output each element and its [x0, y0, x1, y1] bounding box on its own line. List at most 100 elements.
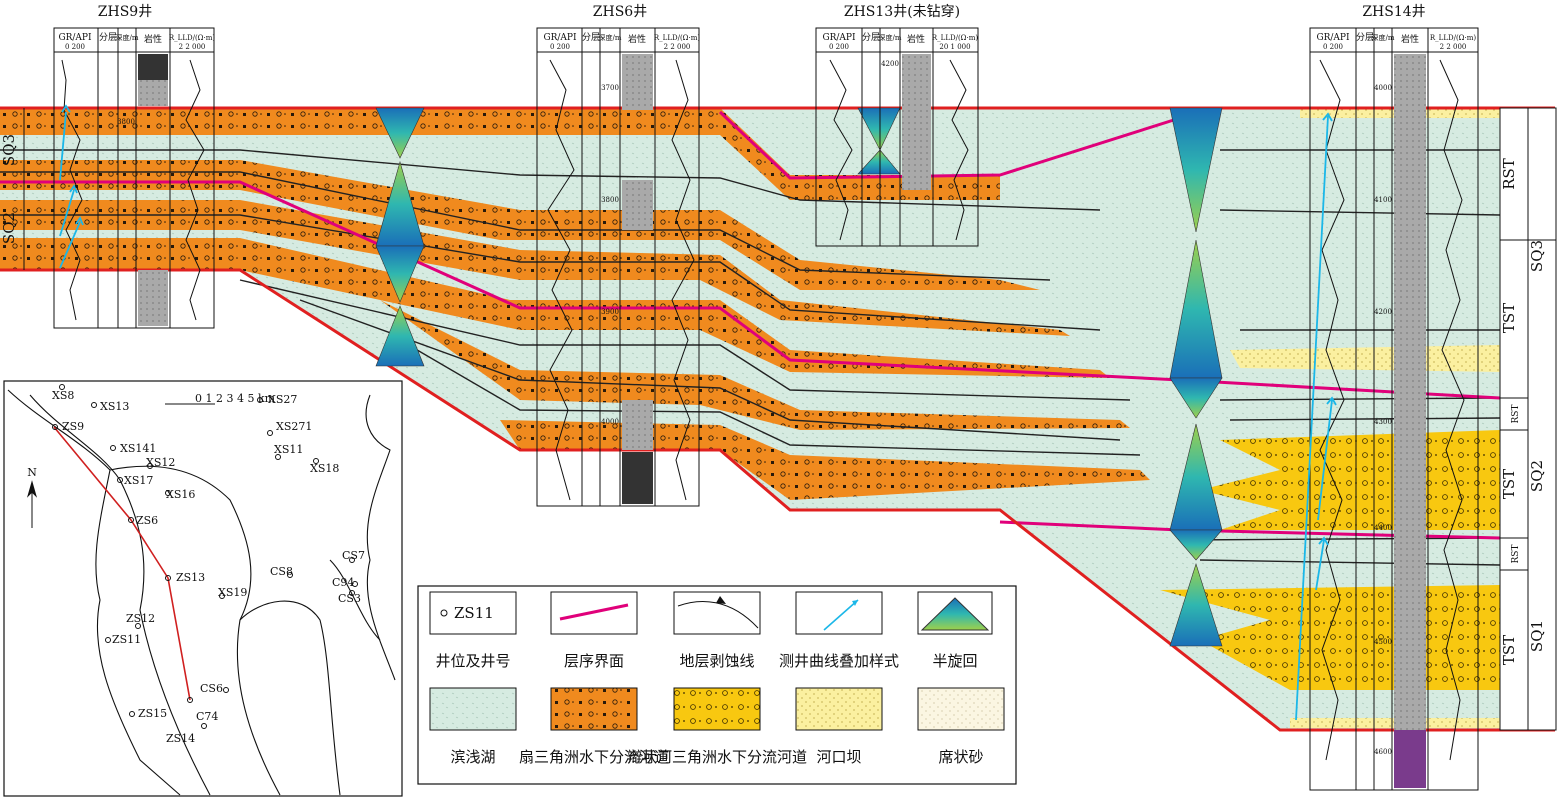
rlld-scale: 2 2 000: [1440, 43, 1467, 51]
map-scale: 0 1 2 3 4 5 km: [195, 392, 276, 405]
depth-tick: 3900: [601, 308, 619, 316]
lith-header: 岩性: [1401, 33, 1419, 45]
rlld-header: R_LLD/(Ω·m): [1430, 34, 1476, 42]
depth-tick: 3700: [601, 84, 619, 92]
legend: ZS11 井位及井号 层序界面 地层剥蚀线 测井曲线叠加样式 半旋回 滨浅湖 扇…: [417, 585, 1017, 785]
gr-scale: 0 200: [1323, 43, 1343, 51]
rlld-scale: 2 2 000: [664, 43, 691, 51]
well-panel-zhs9: ZHS9井 GR/API 0 200 分层 深度/m 岩性 R_LLD/(Ω·m…: [53, 4, 215, 329]
legend-sample-text: ZS11: [454, 604, 494, 622]
well-panel-zhs13: ZHS13井(未钻穿) GR/API 0 200 分层 深度/m 岩性 R_LL…: [815, 4, 979, 247]
seq-label: SQ3: [1528, 240, 1546, 272]
tract-label: RST: [1511, 545, 1521, 564]
depth-header: 深度/m: [116, 33, 139, 42]
legend-label: 半旋回: [932, 652, 977, 670]
depth-tick: 4500: [1374, 638, 1392, 646]
depth-tick: 4200: [881, 60, 899, 68]
north-label: N: [27, 466, 37, 479]
map-well: XS141: [120, 442, 156, 455]
legend-label: 滨浅湖: [450, 748, 495, 766]
tract-label: RST: [1500, 158, 1518, 190]
map-well: ZS9: [62, 420, 84, 433]
seq-label: SQ1: [1528, 620, 1546, 652]
tract-label: TST: [1500, 635, 1518, 665]
map-well: XS16: [166, 488, 195, 501]
map-well: XS271: [276, 420, 312, 433]
legend-label: 地层剥蚀线: [679, 652, 754, 670]
rlld-scale: 2 2 000: [179, 43, 206, 51]
map-well: CS7: [342, 549, 365, 562]
rlld-header: R_LLD/(Ω·m): [932, 34, 978, 42]
depth-tick: 3800: [601, 196, 619, 204]
map-well: CS6: [200, 682, 223, 695]
depth-header: 深度/m: [599, 33, 622, 42]
half-cycle-markers: [375, 107, 1223, 647]
gr-header: GR/API: [543, 33, 577, 43]
depth-tick: 4400: [1374, 524, 1392, 532]
map-well: XS18: [310, 462, 339, 475]
gr-scale: 0 200: [829, 43, 849, 51]
log-stacking-arrows: [59, 104, 1337, 721]
map-well: ZS15: [138, 707, 167, 720]
depth-tick: 4300: [1374, 418, 1392, 426]
fen-header: 分层: [862, 32, 880, 43]
depth-tick: 4100: [1374, 196, 1392, 204]
map-well: ZS12: [126, 612, 155, 625]
map-well: XS17: [124, 474, 153, 487]
map-well: XS13: [100, 400, 129, 413]
fen-header: 分层: [582, 32, 600, 43]
map-well: XS8: [52, 389, 74, 402]
left-sequence-column: SQ3 SQ2: [0, 108, 25, 270]
map-well: ZS11: [112, 633, 141, 646]
legend-label: 席状砂: [938, 748, 983, 766]
map-well: ZS6: [136, 514, 158, 527]
rlld-header: R_LLD/(Ω·m): [169, 34, 215, 42]
depth-tick: 4200: [1374, 308, 1392, 316]
depth-header: 深度/m: [1372, 33, 1395, 42]
gr-header: GR/API: [58, 33, 92, 43]
rlld-scale: 20 1 000: [939, 43, 970, 51]
well-title: ZHS13井(未钻穿): [844, 4, 960, 20]
gr-scale: 0 200: [550, 43, 570, 51]
lith-header: 岩性: [907, 33, 925, 45]
well-title: ZHS14井: [1362, 4, 1425, 20]
map-well: XS11: [274, 443, 303, 456]
map-well: CS3: [338, 592, 361, 605]
map-well: ZS14: [166, 732, 195, 745]
well-panel-zhs14: ZHS14井 GR/API 0 200 分层 深度/m 岩性 R_LLD/(Ω·…: [1309, 4, 1479, 791]
rlld-header: R_LLD/(Ω·m): [654, 34, 700, 42]
lith-header: 岩性: [628, 33, 646, 45]
cross-section-body: [0, 106, 1555, 732]
legend-label: 测井曲线叠加样式: [779, 652, 899, 670]
seq-label: SQ2: [0, 212, 18, 244]
legend-label: 扇三角洲水下分流河道: [519, 748, 669, 766]
well-title: ZHS6井: [593, 4, 647, 20]
fen-header: 分层: [99, 32, 117, 43]
depth-header: 深度/m: [879, 33, 902, 42]
tract-label: RST: [1511, 405, 1521, 424]
map-well: C74: [196, 710, 218, 723]
legend-label: 辫状河三角洲水下分流河道: [627, 748, 807, 766]
tract-label: TST: [1500, 303, 1518, 333]
gr-scale: 0 200: [65, 43, 85, 51]
depth-tick: 4000: [1374, 84, 1392, 92]
seq-label: SQ2: [1528, 460, 1546, 492]
map-well: XS27: [268, 393, 297, 406]
fen-header: 分层: [1356, 32, 1374, 43]
location-map: 0 1 2 3 4 5 km N XS8 XS13 XS27 ZS9 XS271…: [3, 380, 403, 797]
legend-label: 层序界面: [564, 652, 624, 670]
tract-label: TST: [1500, 469, 1518, 499]
depth-tick: 4000: [601, 418, 619, 426]
seq-label: SQ3: [0, 134, 18, 166]
right-sequence-columns: RST TST RST TST RST TST SQ3 SQ2 SQ1: [1499, 107, 1557, 731]
legend-label: 河口坝: [816, 748, 861, 766]
map-well: CS8: [270, 565, 293, 578]
well-panel-zhs6: ZHS6井 GR/API 0 200 分层 深度/m 岩性 R_LLD/(Ω·m…: [536, 4, 700, 507]
well-title: ZHS9井: [98, 4, 152, 20]
legend-label: 井位及井号: [435, 652, 510, 670]
map-well: XS12: [146, 456, 175, 469]
gr-header: GR/API: [1316, 33, 1350, 43]
map-well: ZS13: [176, 571, 205, 584]
map-well: XS19: [218, 586, 247, 599]
